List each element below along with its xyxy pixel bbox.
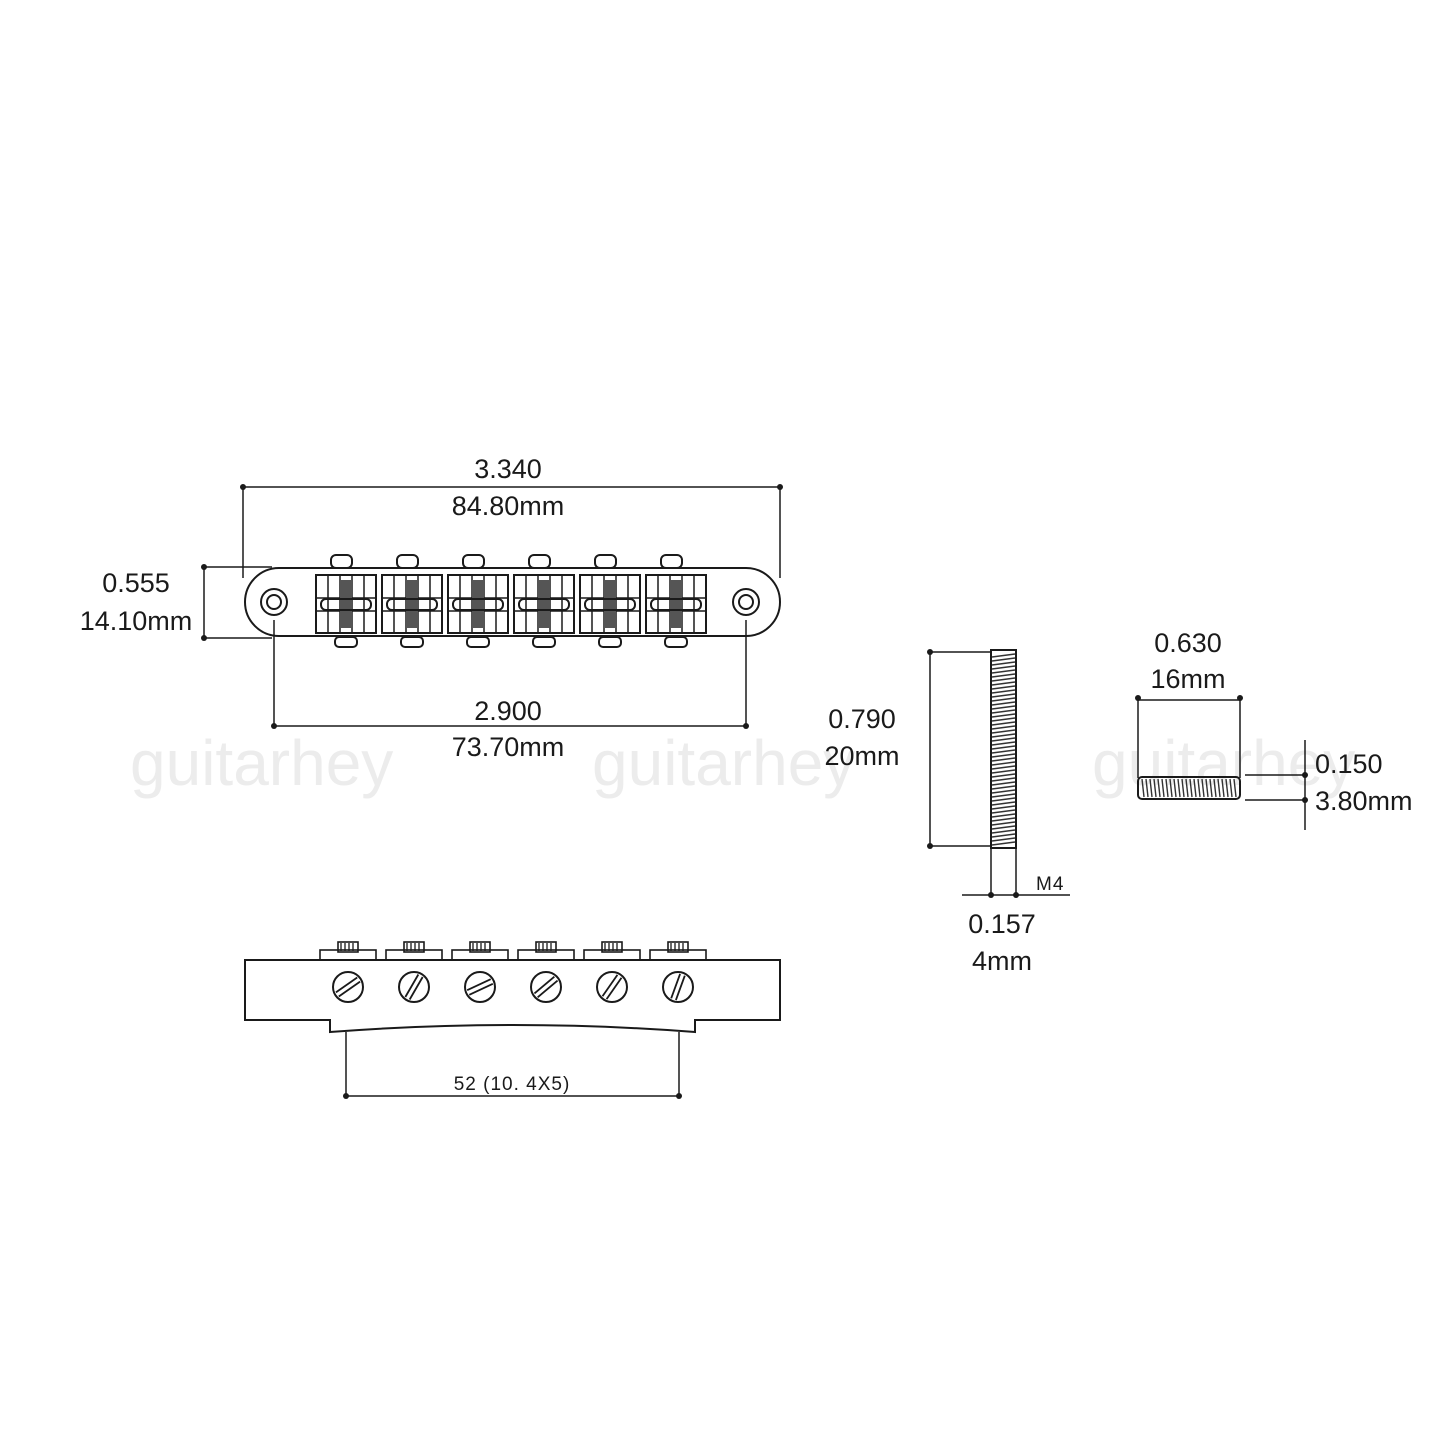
height-inch: 0.555 [102,568,170,598]
post-hole-left [260,588,288,616]
post-spacing-inch: 2.900 [474,696,542,726]
saddle [645,554,707,648]
bridge-top-view: 3.340 84.80mm 0.555 14.10mm [80,454,783,762]
bridge-side-view: 52 (10. 4X5) [244,941,781,1099]
screw-threads [1141,778,1237,798]
side-screws [332,971,694,1003]
dimension-terminator [777,484,783,490]
height-mm: 14.10mm [80,606,193,636]
post-hole-inner [738,594,754,610]
side-saddle [451,941,509,961]
saddle [381,554,443,648]
side-saddle [583,941,641,961]
saddle [513,554,575,648]
screw-diameter-mm: 3.80mm [1315,786,1413,816]
watermark: guitarhey [592,727,855,799]
overall-length-inch: 3.340 [474,454,542,484]
intonation-screw-head [464,971,496,1003]
intonation-screw-head [662,971,694,1003]
side-saddle [649,941,707,961]
side-saddles [319,941,707,961]
dimension-terminator [240,484,246,490]
threaded-stud [990,649,1017,849]
threaded-screw [1137,776,1241,800]
post-hole-inner [266,594,282,610]
stud-length-mm: 20mm [824,741,899,771]
dimension-terminator [201,564,207,570]
side-saddle [517,941,575,961]
bridge-base-plate [244,567,781,637]
watermark: guitarhey [130,727,393,799]
side-saddle [385,941,443,961]
watermark: guitarhey [1092,727,1355,799]
saddle [579,554,641,648]
saddle [447,554,509,648]
screw-view: 0.630 16mm 0.150 3.80mm [1135,628,1413,830]
side-saddle [319,941,377,961]
saddle-screw-tail [334,636,358,648]
saddle-screw-head [330,554,353,569]
stud-diameter-mm: 4mm [972,946,1032,976]
post-spacing-mm: 73.70mm [452,732,565,762]
intonation-screw-head [596,971,628,1003]
string-spacing-label: 52 (10. 4X5) [454,1074,571,1095]
saddle [315,554,377,648]
stud-view: 0.790 20mm M4 0.157 4mm [824,649,1070,976]
saddle-body [315,574,377,634]
intonation-screw-head [332,971,364,1003]
screw-length-mm: 16mm [1150,664,1225,694]
screw-diameter-inch: 0.150 [1315,749,1383,779]
screw-length-inch: 0.630 [1154,628,1222,658]
intonation-screw-head [398,971,430,1003]
bridge-side-body [244,959,781,1034]
stud-diameter-inch: 0.157 [968,909,1036,939]
overall-length-mm: 84.80mm [452,491,565,521]
stud-length-inch: 0.790 [828,704,896,734]
stud-threads [991,653,1016,846]
intonation-screw-head [530,971,562,1003]
dimension-terminator [201,635,207,641]
post-hole-right [732,588,760,616]
thread-spec: M4 [1036,874,1064,895]
